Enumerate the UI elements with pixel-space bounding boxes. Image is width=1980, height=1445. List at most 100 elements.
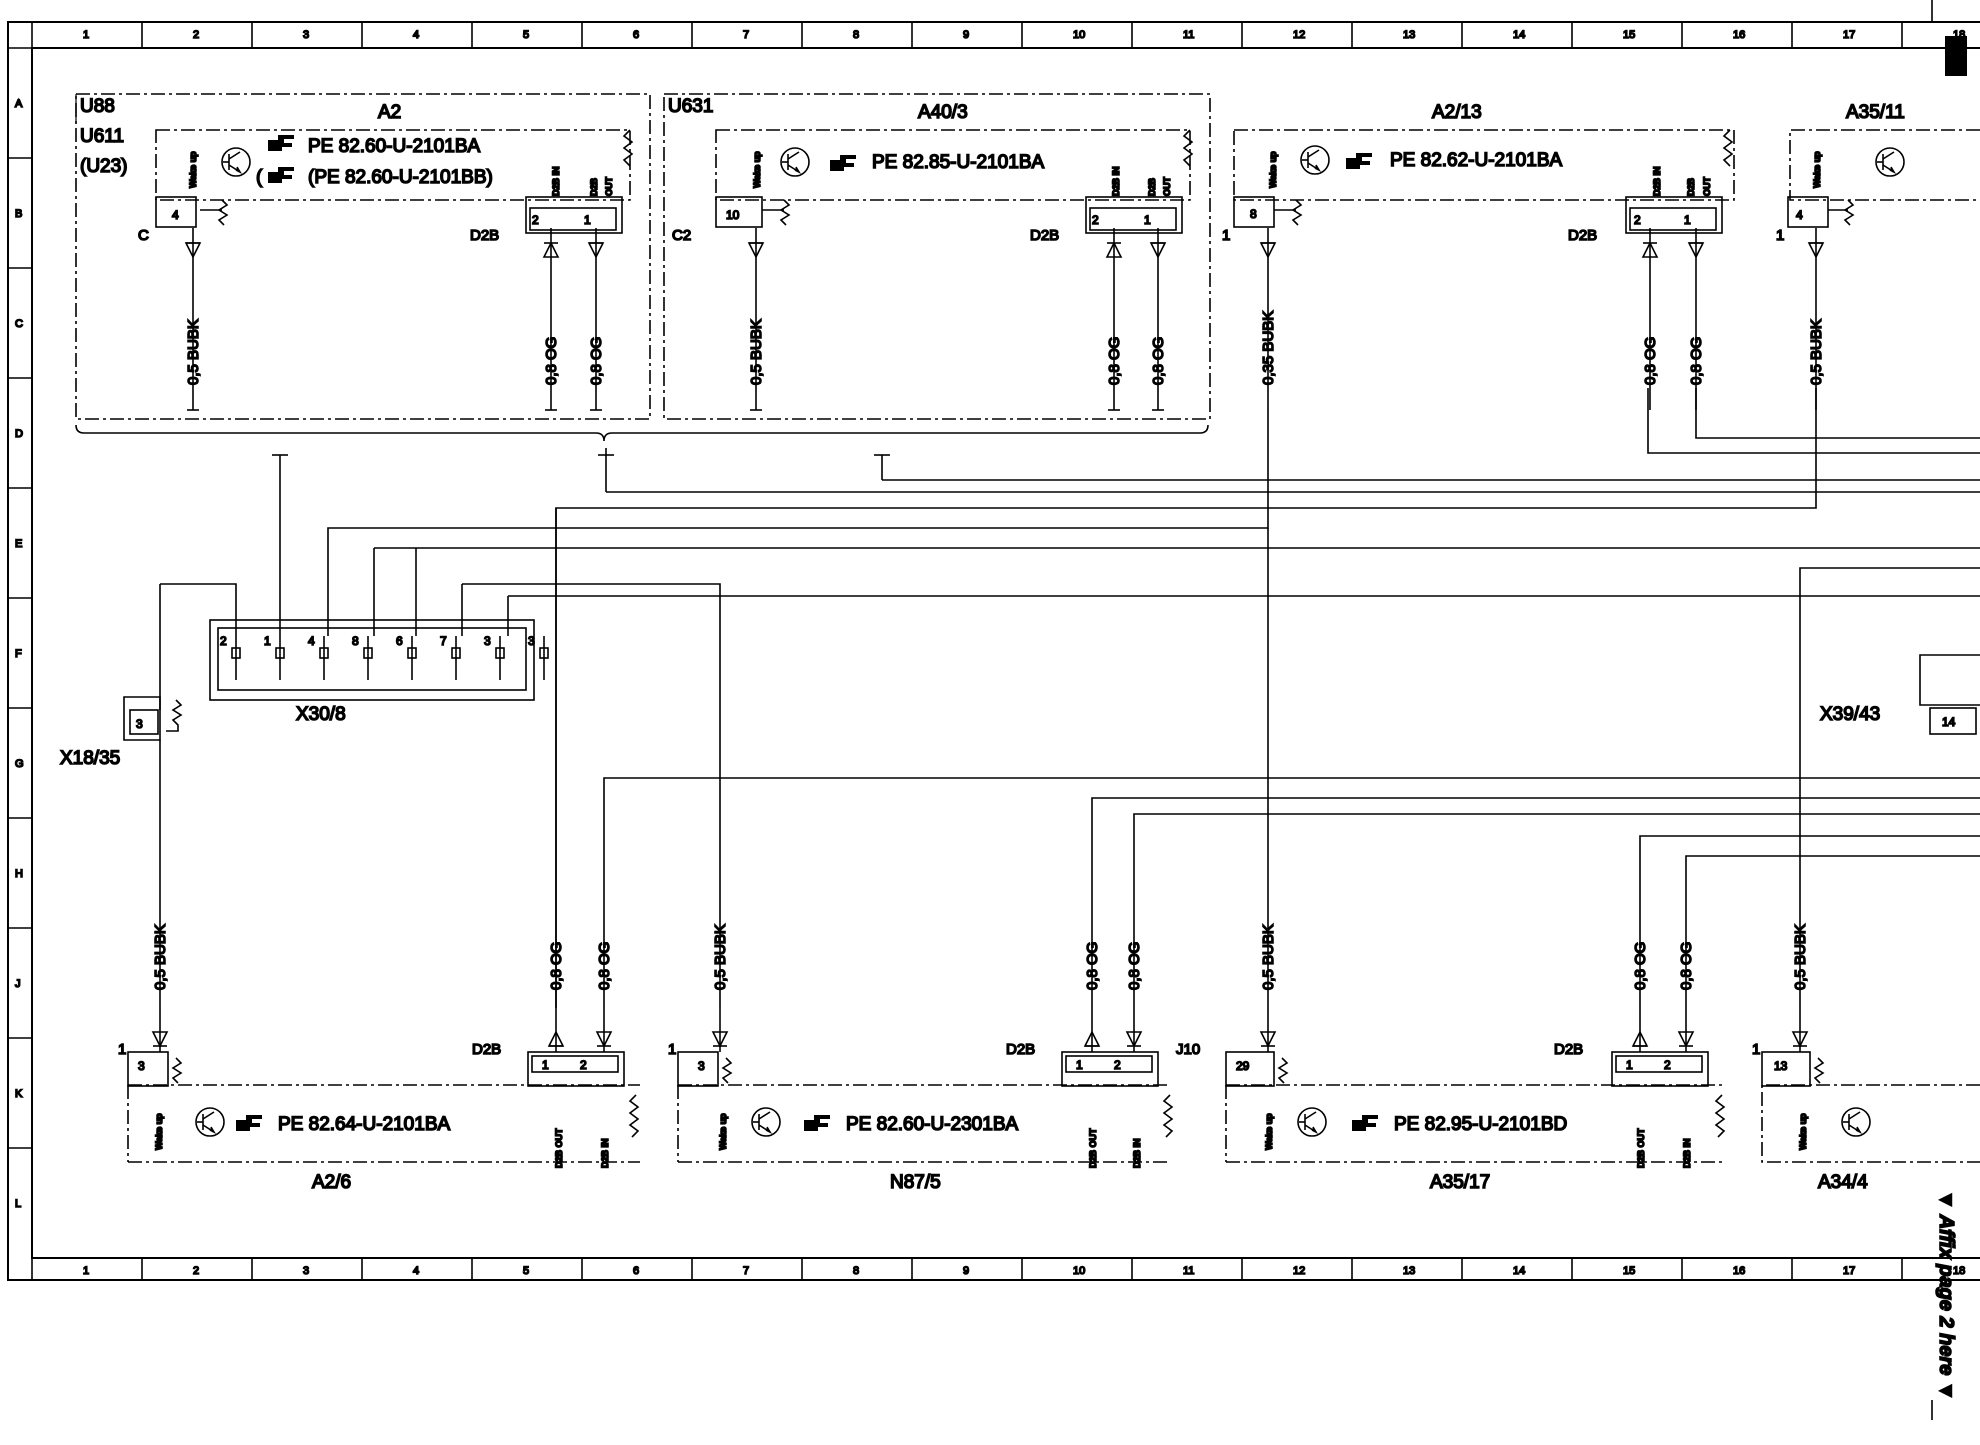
transistor-icon: [1841, 1107, 1871, 1137]
svg-text:Wake up: Wake up: [1268, 151, 1278, 188]
reference-pe-82-60-bb[interactable]: (PE 82.60-U-2101BB): [307, 166, 493, 189]
svg-text:D2B: D2B: [1006, 1041, 1035, 1058]
wire-label: 0,8 OG: [1678, 942, 1695, 990]
svg-text:1: 1: [1076, 1058, 1083, 1072]
transistor-icon: [195, 1107, 225, 1137]
column-number: 6: [633, 29, 639, 41]
svg-text:2: 2: [1092, 213, 1099, 227]
reference-hand-icon: [268, 135, 294, 151]
svg-text:1: 1: [1752, 1041, 1760, 1058]
reference-pe-82-62[interactable]: PE 82.62-U-2101BA: [1389, 149, 1563, 172]
reference-pe-82-95[interactable]: PE 82.95-U-2101BD: [1393, 1113, 1568, 1136]
wire-label: 0,8 OG: [548, 942, 565, 990]
svg-text:D2B IN: D2B IN: [1652, 166, 1662, 196]
routing-wires: [159, 388, 1980, 1008]
module-a2-6[interactable]: [127, 1084, 640, 1163]
svg-text:D2B IN: D2B IN: [551, 166, 561, 196]
connector-label-x30-8: X30/8: [296, 704, 346, 725]
wire-label: 0,8 OG: [588, 337, 605, 385]
svg-text:Wake up: Wake up: [1798, 1113, 1808, 1150]
column-number: 14: [1513, 29, 1525, 41]
module-label-a2-6: A2/6: [312, 1172, 351, 1193]
column-number: 13: [1403, 1265, 1415, 1277]
module-label-a40-3: A40/3: [918, 102, 968, 123]
reference-hand-icon: [236, 1115, 262, 1131]
column-number: 6: [633, 1265, 639, 1277]
pin-number: 2: [220, 634, 227, 648]
pin-number: 1: [264, 634, 271, 648]
row-letter: C: [15, 318, 23, 330]
svg-text:D2B IN: D2B IN: [1111, 166, 1121, 196]
transistor-icon: [1875, 147, 1905, 177]
module-a35-11[interactable]: [1789, 129, 1980, 201]
d2b-plug: [525, 196, 623, 234]
column-number: 12: [1293, 1265, 1305, 1277]
wire-label: 0,8 OG: [1106, 337, 1123, 385]
svg-text:1: 1: [668, 1041, 676, 1058]
reference-pe-82-85[interactable]: PE 82.85-U-2101BA: [871, 151, 1045, 174]
column-number: 3: [303, 1265, 309, 1277]
transistor-icon: [221, 147, 251, 177]
column-number: 5: [523, 1265, 529, 1277]
row-letter: H: [15, 868, 23, 880]
module-a40-3[interactable]: [663, 93, 1211, 420]
transistor-icon: [751, 1107, 781, 1137]
svg-text:D2B IN: D2B IN: [1132, 1138, 1142, 1168]
column-number: 16: [1733, 1265, 1745, 1277]
column-number: 15: [1623, 1265, 1635, 1277]
connector-label-x18-35: X18/35: [60, 748, 120, 769]
svg-text:OUT: OUT: [1162, 177, 1172, 197]
wire-label: 0,5 BUBK: [1792, 924, 1809, 990]
svg-text:D2B: D2B: [472, 1041, 501, 1058]
wire-label: 0,5 BUBK: [748, 319, 765, 385]
row-letter: D: [15, 428, 23, 440]
group-label-u631: U631: [668, 96, 713, 117]
column-number: 2: [193, 29, 199, 41]
wire-label: 0,8 OG: [1642, 337, 1659, 385]
module-a2-13[interactable]: [1233, 129, 1735, 201]
reference-hand-icon: [268, 167, 294, 183]
wire-label: 0,5 BUBK: [185, 319, 202, 385]
connector-x39-43[interactable]: [1919, 654, 1980, 735]
group-label-u88: U88: [80, 96, 115, 117]
svg-text:1: 1: [118, 1041, 126, 1058]
svg-text:Wake up: Wake up: [1264, 1113, 1274, 1150]
row-letter: E: [15, 538, 22, 550]
column-number: 11: [1183, 1265, 1194, 1277]
module-a34-4[interactable]: [1761, 1084, 1980, 1163]
wire-label: 0,8 OG: [543, 337, 560, 385]
wire-label: 0,8 OG: [1126, 942, 1143, 990]
pin-number: 4: [172, 208, 179, 222]
svg-text:D2B: D2B: [1147, 177, 1157, 196]
connector-x30-8[interactable]: [209, 619, 535, 701]
row-letter: A: [15, 98, 23, 110]
module-label-a2: A2: [378, 102, 401, 123]
pin-number: 4: [308, 634, 315, 648]
svg-text:1: 1: [1222, 227, 1230, 244]
pin-number: 3: [528, 634, 535, 648]
svg-text:1: 1: [584, 213, 591, 227]
column-number: 9: [963, 1265, 969, 1277]
column-number: 14: [1513, 1265, 1525, 1277]
module-n87-5[interactable]: [677, 1084, 1170, 1163]
column-number: 13: [1403, 29, 1415, 41]
reference-pe-82-60-2301[interactable]: PE 82.60-U-2301BA: [845, 1113, 1019, 1136]
svg-text:14: 14: [1942, 715, 1956, 729]
column-number: 9: [963, 29, 969, 41]
reference-pe-82-64[interactable]: PE 82.64-U-2101BA: [277, 1113, 451, 1136]
module-label-a34-4: A34/4: [1818, 1172, 1868, 1193]
svg-text:4: 4: [1796, 208, 1803, 222]
svg-text:D2B IN: D2B IN: [1682, 1138, 1692, 1168]
wire-label: 0,5 BUBK: [152, 924, 169, 990]
svg-text:29: 29: [1236, 1059, 1250, 1073]
affix-note: ▼ Affix page 2 here ▼: [1935, 1190, 1957, 1401]
svg-text:C2: C2: [672, 227, 691, 244]
module-a35-17[interactable]: [1225, 1084, 1724, 1163]
svg-text:D2B: D2B: [1686, 177, 1696, 196]
svg-text:8: 8: [1250, 207, 1257, 221]
svg-text:OUT: OUT: [1702, 177, 1712, 197]
svg-text:J10: J10: [1176, 1041, 1200, 1058]
reference-hand-icon: [1352, 1115, 1378, 1131]
reference-pe-82-60-ba[interactable]: PE 82.60-U-2101BA: [307, 135, 481, 158]
